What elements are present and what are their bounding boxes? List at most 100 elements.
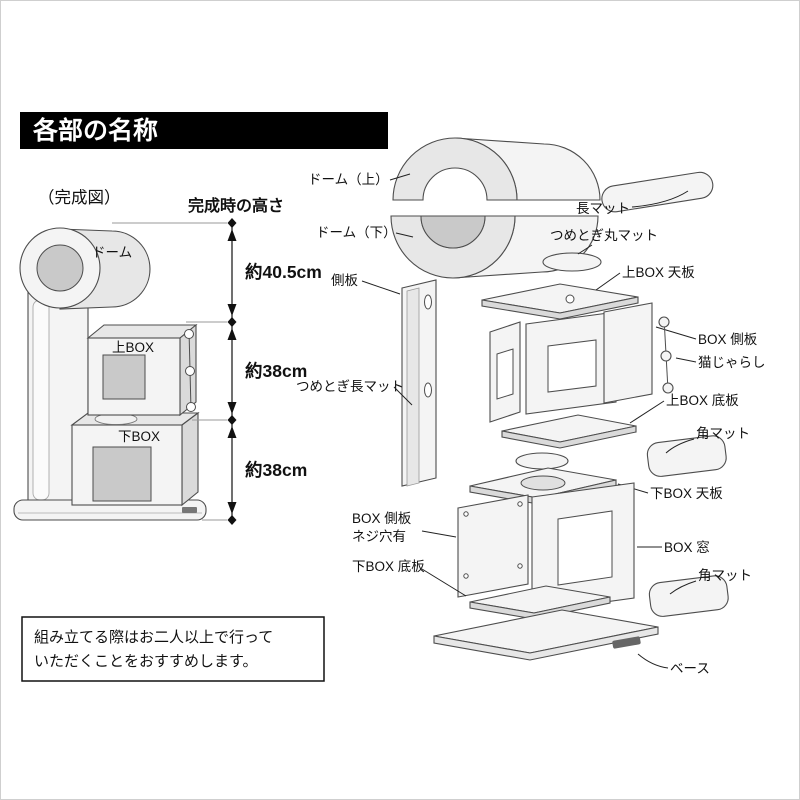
box-side-panel-screw-part xyxy=(457,494,529,598)
completed-figure: （完成図） ドーム 下BOX 上BOX xyxy=(13,188,207,521)
long-mat-leader xyxy=(631,190,689,208)
dim-tick-1 xyxy=(227,218,237,228)
cat-teaser-leader xyxy=(675,357,697,363)
corner-mat-2-leader xyxy=(669,580,697,595)
corner-mat-2-part xyxy=(648,575,729,617)
box-side-panel-screw-leader xyxy=(421,530,457,538)
dim-arrow-up-2 xyxy=(227,328,237,340)
upper-box-top-panel-label: 上BOX 天板 xyxy=(622,265,695,280)
upper-box-bottom-panel-edge xyxy=(501,425,637,449)
lower-box-label: 下BOX xyxy=(118,429,160,444)
lower-box-top-panel-hole xyxy=(520,475,566,491)
teaser-ball-1 xyxy=(184,329,194,339)
box-side-panel-part xyxy=(603,302,653,404)
round-mat-on-lower-top xyxy=(515,452,569,470)
dome-entrance-hole xyxy=(36,244,84,292)
box-side-panel-screw-label-line2: ネジ穴有 xyxy=(352,529,406,544)
title-bar-background xyxy=(20,112,388,149)
long-scratch-mat-part xyxy=(406,287,420,487)
cat-teaser-ball-3 xyxy=(662,382,674,394)
upper-box-wall-left-hole xyxy=(496,348,514,400)
corner-mat-1-label: 角マット xyxy=(696,426,750,441)
corner-mat-1-leader xyxy=(665,438,695,454)
dim-value-1: 約40.5cm xyxy=(245,262,322,282)
upper-box-window xyxy=(102,354,146,400)
teaser-ball-3 xyxy=(186,402,196,412)
upper-box-bottom-panel-label: 上BOX 底板 xyxy=(666,393,739,408)
cat-teaser-ball-2 xyxy=(660,350,672,362)
note-box-border xyxy=(21,616,325,682)
dim-tick-2 xyxy=(227,317,237,327)
lower-box-bottom-panel-leader xyxy=(421,568,467,597)
lower-box-top-panel-label: 下BOX 天板 xyxy=(650,486,723,501)
upper-box-label: 上BOX xyxy=(112,340,154,355)
upper-box-bottom-panel-leader xyxy=(629,400,665,424)
upper-box-wall-front-hole xyxy=(547,339,597,393)
upper-box-top-panel-hole xyxy=(565,294,575,304)
corner-mat-1-part xyxy=(646,435,727,477)
brand-mark xyxy=(182,507,197,513)
dome-upper-leader xyxy=(389,173,411,181)
upper-box-top-panel-edge xyxy=(481,296,639,320)
long-scratch-mat-label: つめとぎ長マット xyxy=(296,379,404,394)
dim-arrow-down-1 xyxy=(227,304,237,316)
dome-upper-label: ドーム（上） xyxy=(308,172,389,187)
lower-box-bottom-panel-label: 下BOX 底板 xyxy=(352,559,425,574)
screw-hole-3 xyxy=(463,573,469,579)
corner-mat-2-label: 角マット xyxy=(698,568,752,583)
box-side-panel-leader xyxy=(655,326,697,340)
page-title: 各部の名称 xyxy=(32,116,158,145)
dim-arrow-down-2 xyxy=(227,402,237,414)
upper-box-top-face xyxy=(86,324,198,339)
exploded-view: ドーム（上） ドーム（下） 長マット つめとぎ丸マット 側板 つめとぎ長マット … xyxy=(296,137,766,676)
side-panel-hole-2 xyxy=(424,382,432,398)
cat-teaser-label: 猫じゃらし xyxy=(698,355,766,370)
dome-upper-ring xyxy=(392,137,518,201)
base-label: ベース xyxy=(670,661,710,676)
dim-arrow-down-3 xyxy=(227,502,237,514)
screw-hole-1 xyxy=(463,511,469,517)
completed-caption: （完成図） xyxy=(38,188,121,207)
screw-hole-4 xyxy=(517,563,523,569)
box-side-panel-screw-label-line1: BOX 側板 xyxy=(352,511,412,526)
base-edge xyxy=(433,626,659,661)
height-heading: 完成時の高さ xyxy=(188,196,284,215)
note-line-1: 組み立てる際はお二人以上で行って xyxy=(34,629,273,646)
dome-label: ドーム xyxy=(92,245,132,260)
teaser-ball-2 xyxy=(185,366,195,376)
dome-lower-leader xyxy=(395,232,414,238)
dome-lower-interior xyxy=(420,215,486,249)
long-scratch-mat-leader xyxy=(393,386,413,406)
note-line-2: いただくことをおすすめします。 xyxy=(34,653,258,670)
dim-value-2: 約38cm xyxy=(245,361,307,381)
dome-lower-label: ドーム（下） xyxy=(316,225,397,240)
round-scratch-mat-leader xyxy=(577,244,593,255)
side-panel-leader xyxy=(361,280,401,295)
box-side-panel-label: BOX 側板 xyxy=(698,332,758,347)
dim-tick-4 xyxy=(227,515,237,525)
screw-hole-2 xyxy=(517,501,523,507)
dim-value-3: 約38cm xyxy=(245,460,307,480)
lower-box-bottom-panel-edge xyxy=(469,596,611,620)
round-scratch-mat-part xyxy=(542,252,602,272)
long-mat-part xyxy=(601,171,714,213)
base-brand-mark xyxy=(612,636,641,649)
column-scratch-strip xyxy=(32,299,50,501)
dim-tick-3 xyxy=(227,415,237,425)
box-window-label: BOX 窓 xyxy=(664,539,710,555)
base-leader xyxy=(637,653,669,669)
round-scratch-mat-label: つめとぎ丸マット xyxy=(550,228,658,243)
dimension-annotations: 完成時の高さ 約40.5cm 約38cm 約38cm xyxy=(112,196,322,525)
side-panel-hole-1 xyxy=(424,294,432,310)
dim-arrow-up-3 xyxy=(227,426,237,438)
box-window-opening xyxy=(557,510,613,586)
lower-box-right-face xyxy=(181,411,199,507)
long-mat-label: 長マット xyxy=(576,201,630,216)
dim-arrow-up-1 xyxy=(227,229,237,241)
assembly-note: 組み立てる際はお二人以上で行って いただくことをおすすめします。 xyxy=(21,616,325,682)
upper-box-top-panel-leader xyxy=(595,272,621,291)
cat-teaser-ball-1 xyxy=(658,316,670,328)
side-panel-label: 側板 xyxy=(331,273,358,288)
